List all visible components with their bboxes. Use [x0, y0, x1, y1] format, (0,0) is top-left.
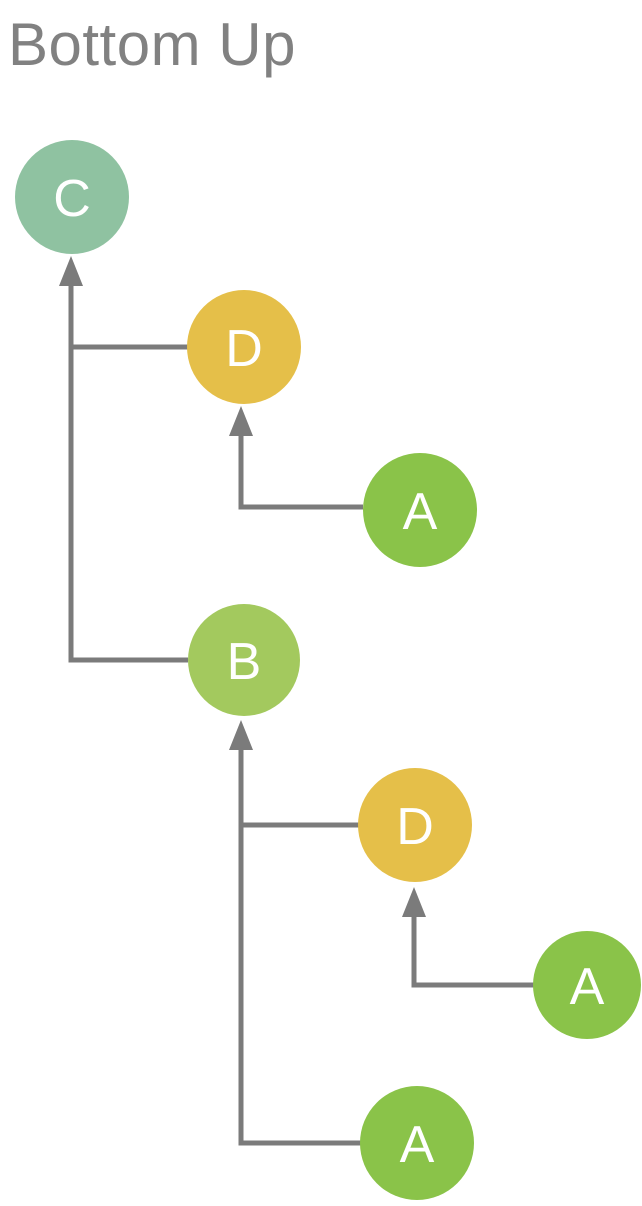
arrowhead-up-icon-a2-to-d2: [402, 887, 426, 917]
node-label-b: B: [227, 633, 262, 691]
node-label-a3: A: [400, 1116, 435, 1174]
arrowhead-up-icon-children-to-b: [229, 720, 253, 750]
node-circle-c: [15, 140, 129, 254]
node-label-a1: A: [403, 483, 438, 541]
node-circle-a2: [533, 931, 641, 1039]
edge-a1-to-d1: [238, 412, 363, 510]
node-circle-d2: [358, 768, 472, 882]
node-label-a2: A: [570, 958, 605, 1016]
edge-a2-to-d2: [411, 893, 534, 988]
node-circle-d1: [187, 290, 301, 404]
arrowhead-up-icon-a1-to-d1: [229, 406, 253, 436]
node-circle-a1: [363, 453, 477, 567]
node-label-c: C: [53, 170, 91, 228]
edge-children-to-c: [68, 262, 188, 663]
node-circle-a3: [360, 1086, 474, 1200]
node-circle-b: [188, 604, 300, 716]
node-label-d1: D: [225, 320, 263, 378]
arrowhead-up-icon-children-to-c: [59, 256, 83, 286]
diagram-title: Bottom Up: [8, 11, 296, 78]
edge-children-to-b: [238, 726, 361, 1146]
node-label-d2: D: [396, 798, 434, 856]
